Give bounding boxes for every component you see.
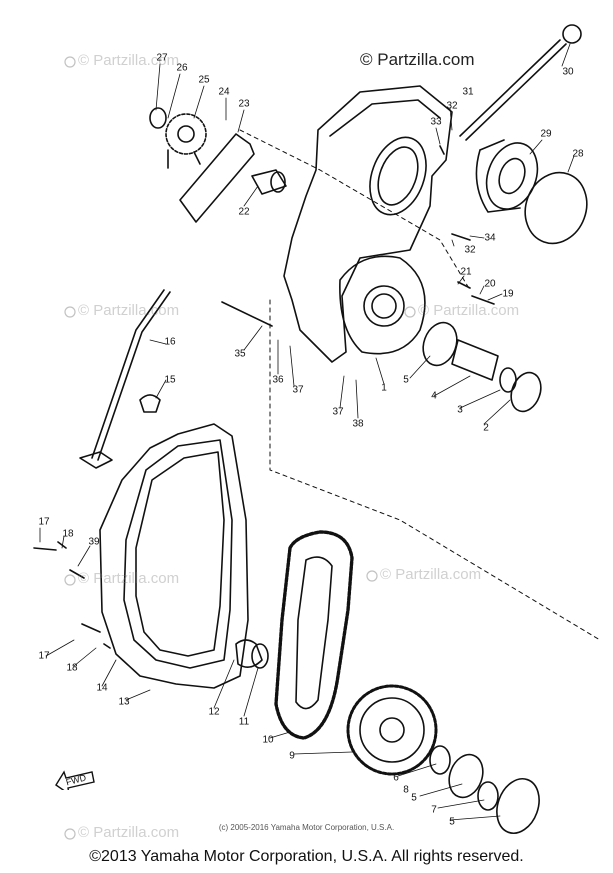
- callout-label: 30: [562, 66, 574, 78]
- chaincase-cover: [99, 423, 249, 689]
- rod-16: [91, 289, 171, 461]
- callout-label: 6: [393, 772, 399, 784]
- callout-label: 27: [156, 52, 168, 64]
- watermark-faint: © Partzilla.com: [78, 52, 180, 69]
- drive-chain: [274, 530, 354, 740]
- callout-label: 4: [431, 390, 437, 402]
- callout-label: 12: [208, 706, 220, 718]
- callout-label: 37: [332, 406, 344, 418]
- callout-label: 38: [352, 418, 364, 430]
- callout-label: 2: [483, 422, 489, 434]
- callout-label: 14: [96, 682, 108, 694]
- callout-label: 26: [176, 62, 188, 74]
- callout-label: 5: [411, 792, 417, 804]
- callout-label: 17: [38, 516, 50, 528]
- callout-label: 5: [449, 816, 455, 828]
- callout-label: 31: [462, 86, 474, 98]
- callout-label: 11: [238, 716, 250, 728]
- callout-label: 36: [272, 374, 284, 386]
- copyright-notice: ©2013 Yamaha Motor Corporation, U.S.A. A…: [89, 848, 524, 865]
- watermark-faint: © Partzilla.com: [78, 570, 180, 587]
- callout-label: 33: [430, 116, 442, 128]
- callout-label: 10: [262, 734, 274, 746]
- callout-label: 18: [66, 662, 78, 674]
- callout-label: 18: [62, 528, 74, 540]
- chaincase-housing: [283, 85, 453, 363]
- callout-label: 24: [218, 86, 230, 98]
- callout-label: 8: [403, 784, 409, 796]
- callout-label: 20: [484, 278, 496, 290]
- callout-label: 7: [431, 804, 437, 816]
- callout-label: 22: [238, 206, 250, 218]
- callout-label: 29: [540, 128, 552, 140]
- callout-label: 15: [164, 374, 176, 386]
- callout-label: 5: [403, 374, 409, 386]
- callout-label: 32: [464, 244, 476, 256]
- watermark-faint: © Partzilla.com: [78, 824, 180, 841]
- callout-label: 3: [457, 404, 463, 416]
- callout-label: 19: [502, 288, 514, 300]
- callout-label: 13: [118, 696, 130, 708]
- callout-label: 25: [198, 74, 210, 86]
- callout-label: 32: [446, 100, 458, 112]
- fwd-arrow-icon: [55, 770, 95, 790]
- callout-label: 16: [164, 336, 176, 348]
- watermark-main: © Partzilla.com: [360, 50, 475, 69]
- watermark-faint: © Partzilla.com: [78, 302, 180, 319]
- shaft-30: [459, 39, 567, 141]
- callout-label: 17: [38, 650, 50, 662]
- callout-label: 21: [460, 266, 472, 278]
- callout-label: 34: [484, 232, 496, 244]
- callout-label: 23: [238, 98, 250, 110]
- copyright-small: (c) 2005-2016 Yamaha Motor Corporation, …: [218, 823, 395, 832]
- callout-label: 9: [289, 750, 295, 762]
- watermark-faint: © Partzilla.com: [380, 566, 482, 583]
- callout-label: 1: [381, 382, 387, 394]
- callout-label: 35: [234, 348, 246, 360]
- watermark-faint: © Partzilla.com: [418, 302, 520, 319]
- callout-label: 37: [292, 384, 304, 396]
- callout-label: 28: [572, 148, 584, 160]
- callout-label: 39: [88, 536, 100, 548]
